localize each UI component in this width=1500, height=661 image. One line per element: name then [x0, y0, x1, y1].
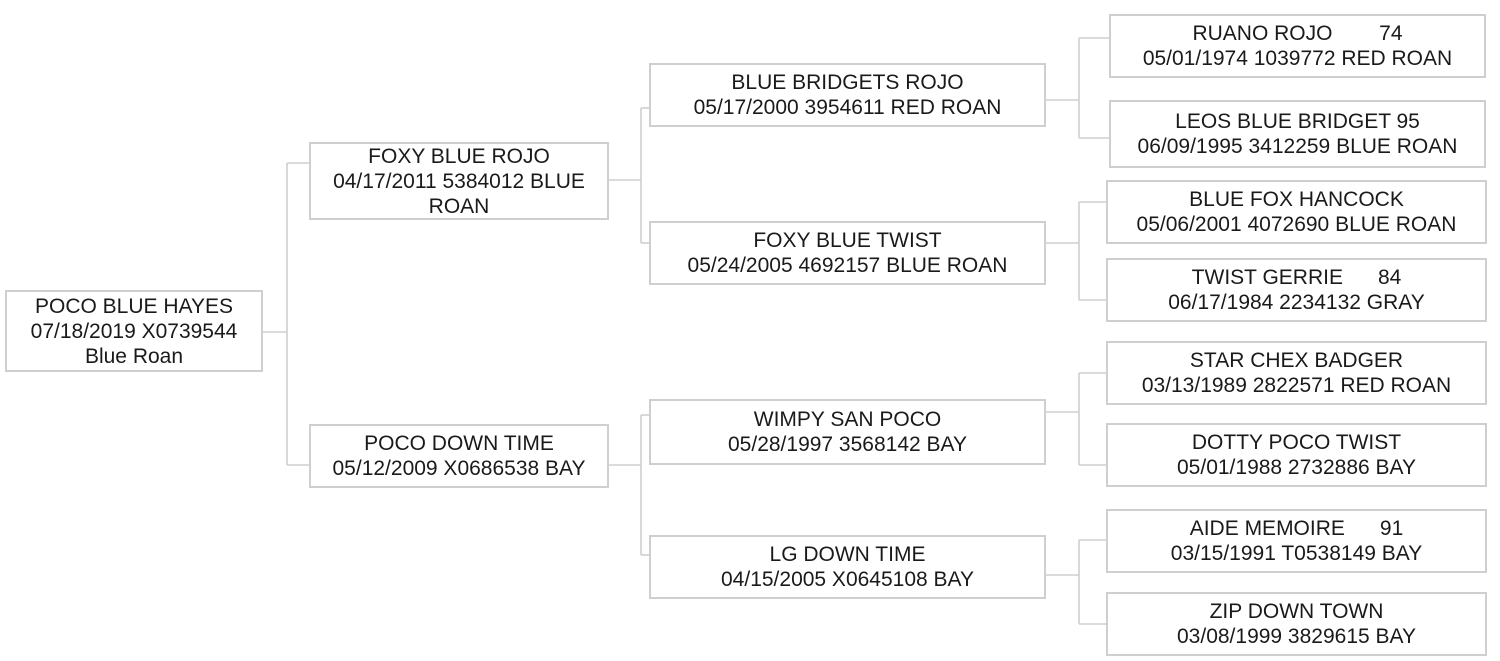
dam-sire-name: WIMPY SAN POCO [753, 408, 942, 431]
sire-sire-name: BLUE BRIDGETS ROJO [731, 71, 964, 94]
gen3-ancestor-details: 06/09/1995 3412259 BLUE ROAN [1137, 135, 1458, 158]
sire-details: 04/17/2011 5384012 BLUE ROAN [333, 169, 585, 218]
gen3-ancestor-box: RUANO ROJO 74 05/01/1974 1039772 RED ROA… [1109, 14, 1486, 78]
sire-sire-box: BLUE BRIDGETS ROJO 05/17/2000 3954611 RE… [649, 63, 1046, 127]
subject-horse-registration: 07/18/2019 X0739544 [30, 319, 238, 343]
gen3-ancestor-name: ZIP DOWN TOWN [1209, 600, 1384, 623]
subject-horse-box: POCO BLUE HAYES 07/18/2019 X0739544 Blue… [5, 290, 263, 372]
gen3-ancestor-name: STAR CHEX BADGER [1189, 349, 1404, 372]
dam-details: 05/12/2009 X0686538 BAY [332, 457, 586, 480]
gen3-ancestor-details: 03/13/1989 2822571 RED ROAN [1141, 374, 1452, 397]
gen3-ancestor-details: 05/01/1974 1039772 RED ROAN [1142, 47, 1453, 70]
dam-box: POCO DOWN TIME 05/12/2009 X0686538 BAY [309, 424, 609, 488]
gen3-ancestor-name: TWIST GERRIE 84 [1191, 266, 1402, 289]
dam-sire-details: 05/28/1997 3568142 BAY [728, 433, 967, 456]
gen3-ancestor-box: TWIST GERRIE 84 06/17/1984 2234132 GRAY [1106, 258, 1487, 322]
sire-name: FOXY BLUE ROJO [368, 144, 550, 168]
gen3-ancestor-box: BLUE FOX HANCOCK 05/06/2001 4072690 BLUE… [1106, 180, 1487, 244]
sire-box: FOXY BLUE ROJO 04/17/2011 5384012 BLUE R… [309, 142, 609, 220]
gen3-ancestor-name: BLUE FOX HANCOCK [1189, 188, 1404, 211]
sire-sire-details: 05/17/2000 3954611 RED ROAN [693, 96, 1002, 119]
sire-dam-box: FOXY BLUE TWIST 05/24/2005 4692157 BLUE … [649, 221, 1046, 285]
dam-dam-details: 04/15/2005 X0645108 BAY [721, 568, 974, 591]
gen3-ancestor-details: 03/08/1999 3829615 BAY [1177, 625, 1416, 648]
gen3-ancestor-box: DOTTY POCO TWIST 05/01/1988 2732886 BAY [1106, 423, 1487, 487]
gen3-ancestor-box: ZIP DOWN TOWN 03/08/1999 3829615 BAY [1106, 592, 1487, 656]
gen3-ancestor-details: 06/17/1984 2234132 GRAY [1168, 291, 1425, 314]
subject-horse-name: POCO BLUE HAYES [34, 294, 233, 318]
sire-dam-name: FOXY BLUE TWIST [753, 229, 942, 252]
gen3-ancestor-name: RUANO ROJO 74 [1192, 22, 1403, 45]
gen3-ancestor-box: LEOS BLUE BRIDGET 95 06/09/1995 3412259 … [1109, 100, 1486, 168]
dam-dam-name: LG DOWN TIME [769, 543, 926, 566]
gen3-ancestor-name: LEOS BLUE BRIDGET 95 [1175, 110, 1420, 133]
gen3-ancestor-details: 03/15/1991 T0538149 BAY [1170, 542, 1423, 565]
dam-dam-box: LG DOWN TIME 04/15/2005 X0645108 BAY [649, 535, 1046, 599]
gen3-ancestor-details: 05/01/1988 2732886 BAY [1177, 456, 1416, 479]
sire-dam-details: 05/24/2005 4692157 BLUE ROAN [687, 254, 1008, 277]
dam-name: POCO DOWN TIME [364, 432, 554, 455]
dam-sire-box: WIMPY SAN POCO 05/28/1997 3568142 BAY [649, 399, 1046, 465]
gen3-ancestor-name: AIDE MEMOIRE 91 [1189, 517, 1404, 540]
subject-horse-color: Blue Roan [84, 344, 184, 368]
gen3-ancestor-box: AIDE MEMOIRE 91 03/15/1991 T0538149 BAY [1106, 509, 1487, 573]
gen3-ancestor-box: STAR CHEX BADGER 03/13/1989 2822571 RED … [1106, 341, 1487, 405]
gen3-ancestor-details: 05/06/2001 4072690 BLUE ROAN [1136, 213, 1457, 236]
gen3-ancestor-name: DOTTY POCO TWIST [1191, 431, 1402, 454]
